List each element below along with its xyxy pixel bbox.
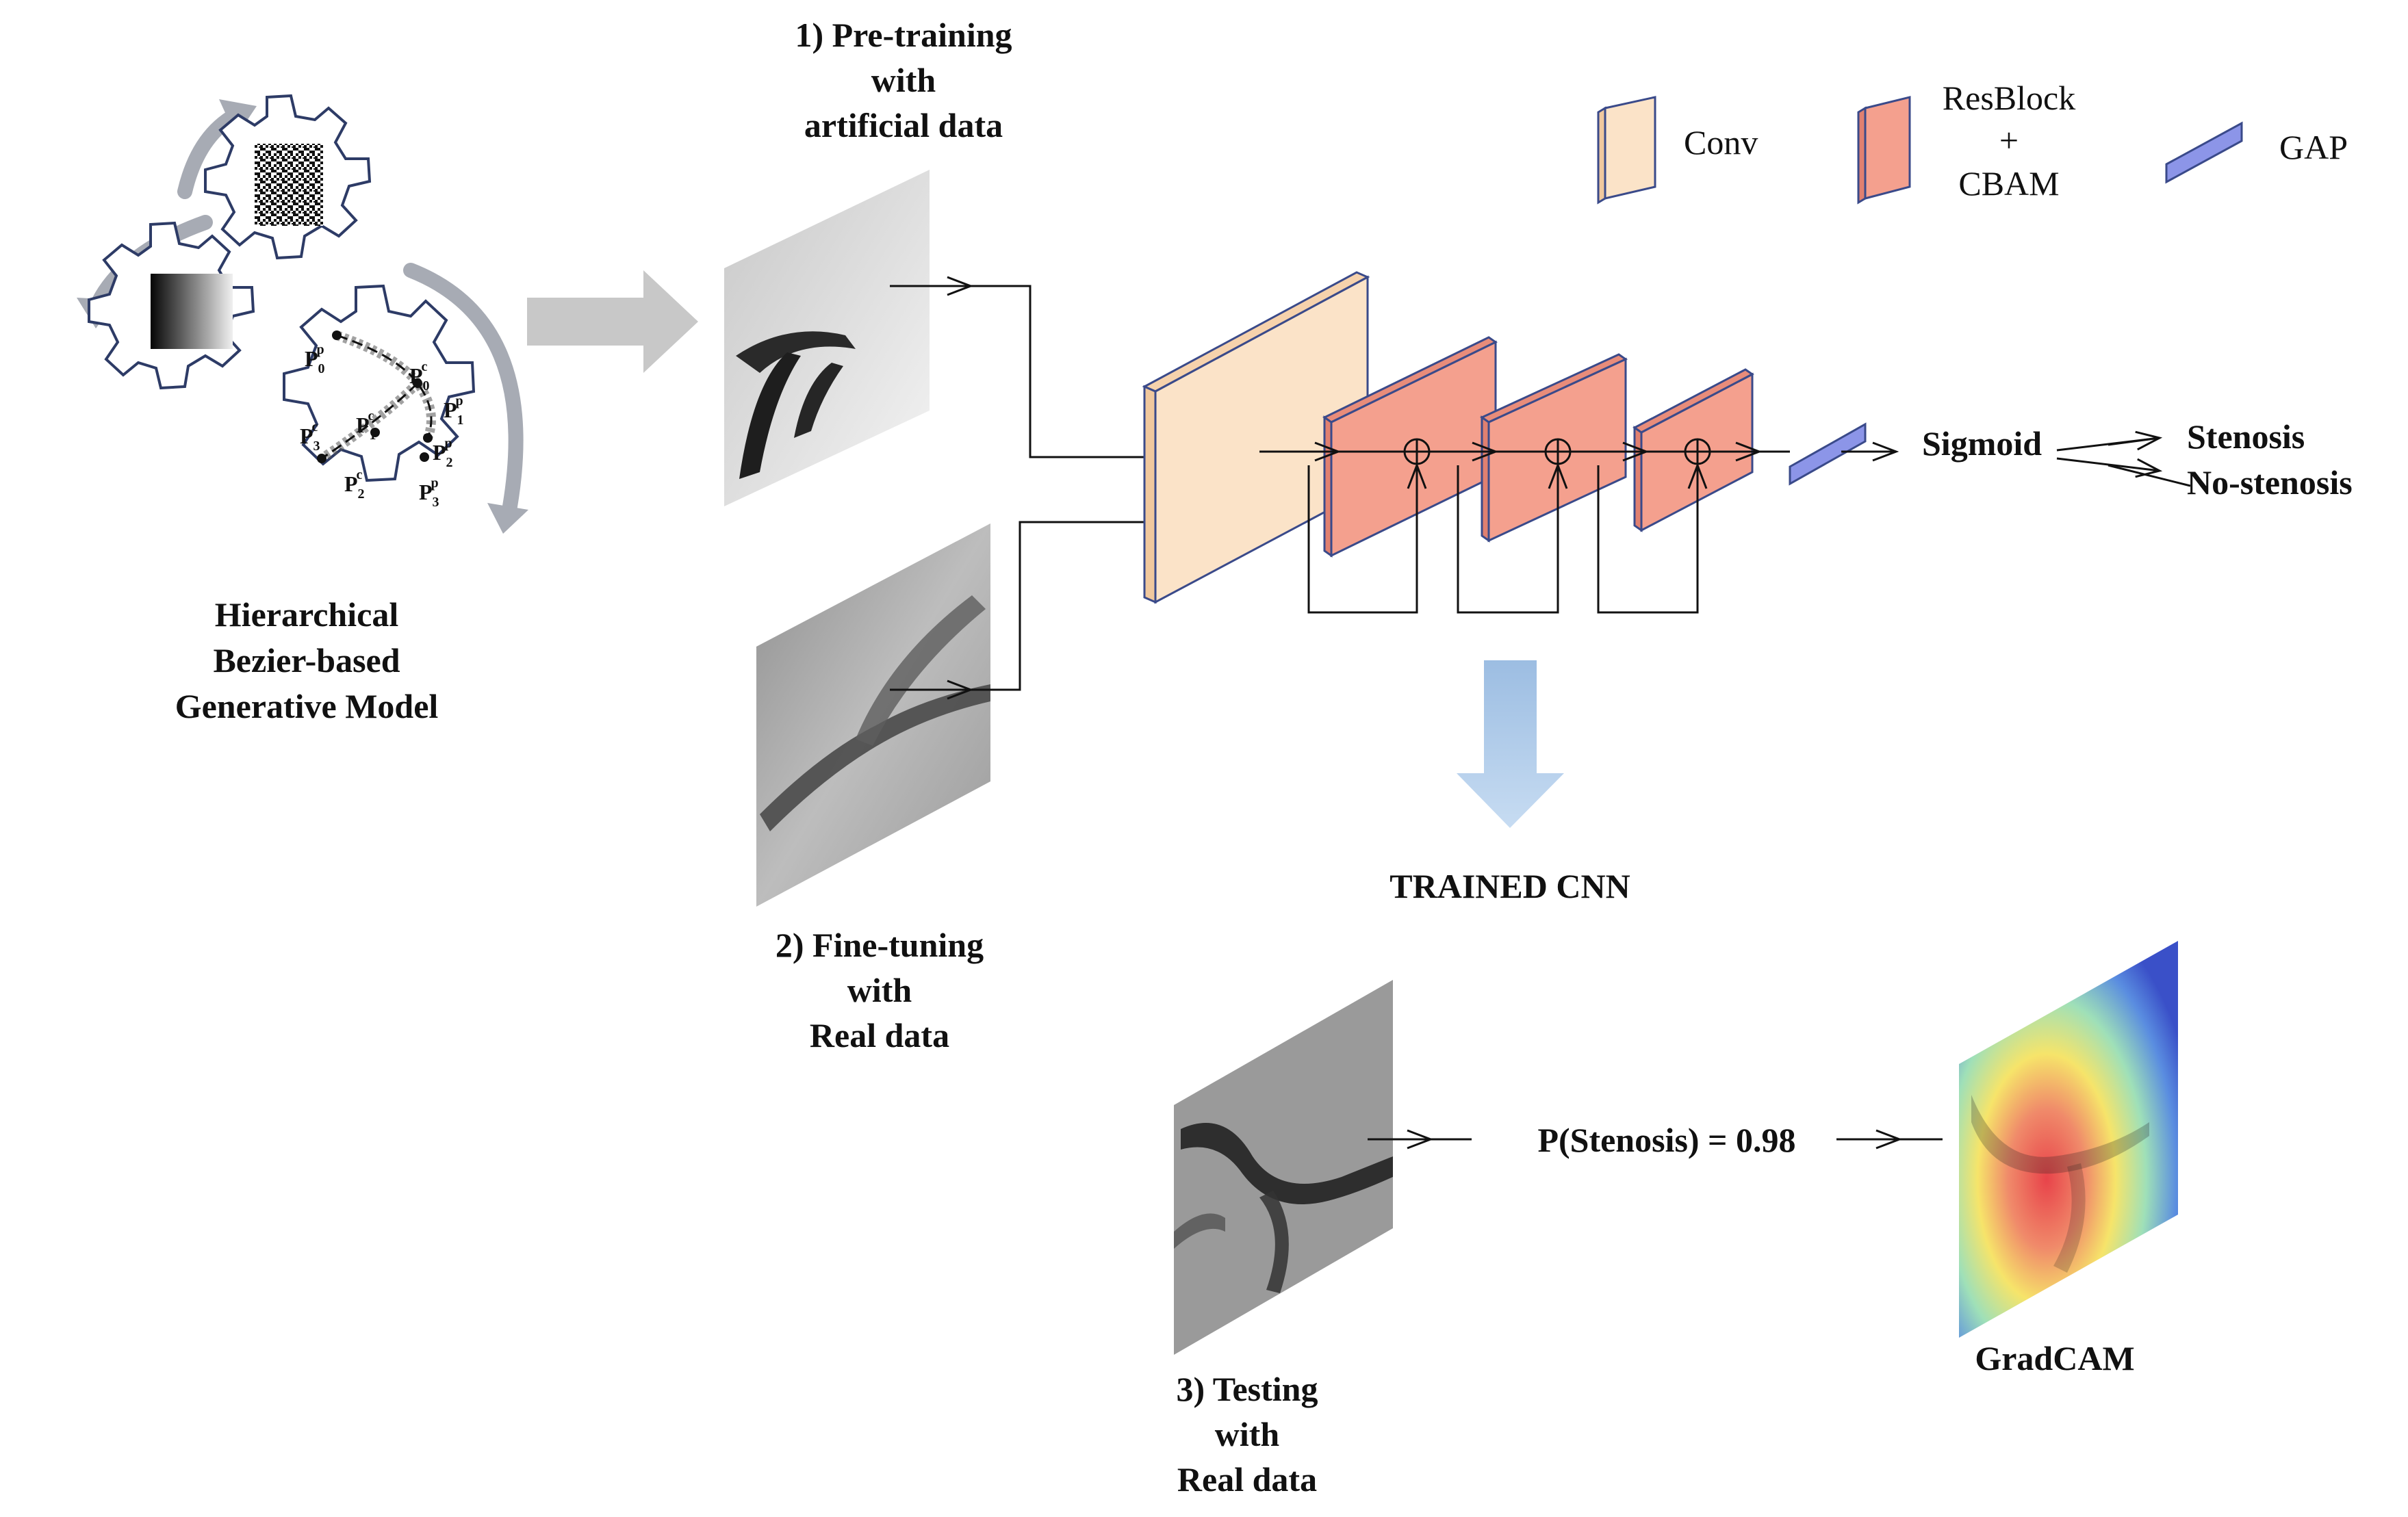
noise-image — [255, 144, 323, 226]
stage2-line-1: 2) Fine-tuning — [776, 926, 984, 964]
sigmoid-label: Sigmoid — [1922, 424, 2042, 463]
real-image-finetune — [756, 523, 990, 907]
label-p3p: P3p — [419, 476, 439, 510]
gradcam-heatmap — [1959, 941, 2178, 1338]
output-arrow-no-stenosis-to-label — [2108, 464, 2191, 487]
generation-arrow — [527, 270, 698, 373]
stage2-label: 2) Fine-tuning with Real data — [776, 926, 984, 1054]
gear-bezier: P0p P0c P1p P1c P2p P3c P2c P3p — [283, 284, 476, 510]
stage2-line-3: Real data — [810, 1016, 949, 1054]
generative-model-title: Hierarchical Bezier-based Generative Mod… — [175, 595, 439, 725]
sum-node-2 — [1544, 438, 1572, 465]
skip-connection-2 — [1457, 465, 1558, 614]
gear-gradient — [88, 221, 255, 390]
skip-connection-1 — [1307, 465, 1417, 614]
stage1-line-2: with — [871, 61, 936, 99]
real-image-test — [1174, 980, 1393, 1355]
sum-node-1 — [1403, 438, 1431, 465]
stage1-line-1: 1) Pre-training — [795, 16, 1012, 54]
legend-gap-label: GAP — [2279, 128, 2348, 166]
legend-resblock-line-1: ResBlock — [1943, 79, 2075, 117]
gen-title-line-1: Hierarchical — [215, 595, 399, 634]
bezier-parent-curve — [335, 330, 436, 440]
label-p2c: P2c — [344, 467, 365, 502]
stage1-label: 1) Pre-training with artificial data — [795, 16, 1012, 144]
trained-arrow — [1457, 660, 1564, 828]
gap-layer — [1789, 422, 1867, 486]
gen-title-line-2: Bezier-based — [213, 641, 400, 679]
resblock-3 — [1632, 368, 1754, 532]
gradient-image — [151, 274, 233, 349]
legend-resblock-line-2: + — [1999, 121, 2019, 159]
resblock-2 — [1479, 353, 1628, 543]
sum-node-3 — [1684, 438, 1711, 465]
output-no-stenosis: No-stenosis — [2187, 463, 2353, 502]
label-p2p: P2p — [433, 436, 453, 470]
stage2-line-2: with — [847, 971, 912, 1009]
trained-cnn-label: TRAINED CNN — [1389, 867, 1630, 905]
output-arrow-no-stenosis — [2056, 457, 2160, 471]
cycle-arrow-right — [403, 263, 524, 514]
gradcam-label: GradCAM — [1975, 1339, 2134, 1377]
legend-gap: GAP — [2165, 121, 2348, 184]
cycle-arrow-right-head — [487, 503, 528, 534]
gen-title-line-3: Generative Model — [175, 687, 439, 725]
generative-model-figure: P0p P0c P1p P1c P2p P3c P2c P3p — [77, 94, 528, 534]
probability-text: P(Stenosis) = 0.98 — [1537, 1121, 1795, 1159]
stage1-line-3: artificial data — [804, 106, 1003, 144]
gear-noise — [204, 94, 372, 260]
stage3-line-2: with — [1215, 1415, 1280, 1453]
legend-resblock-line-3: CBAM — [1958, 164, 2059, 203]
legend: Conv ResBlock + CBAM GAP — [1597, 79, 2348, 205]
output-stenosis: Stenosis — [2187, 417, 2305, 456]
stage3-line-3: Real data — [1177, 1460, 1317, 1499]
cnn-architecture: Sigmoid Stenosis No-stenosis — [1142, 271, 2353, 614]
artificial-image — [724, 170, 930, 506]
legend-conv: Conv — [1597, 96, 1758, 205]
skip-connection-3 — [1597, 465, 1698, 614]
stage3-label: 3) Testing with Real data — [1176, 1370, 1318, 1499]
output-arrow-stenosis-to-label — [2108, 437, 2160, 446]
legend-conv-label: Conv — [1684, 123, 1758, 161]
conv-layer — [1142, 271, 1370, 604]
legend-resblock: ResBlock + CBAM — [1857, 79, 2075, 205]
stage3-line-1: 3) Testing — [1176, 1370, 1318, 1408]
